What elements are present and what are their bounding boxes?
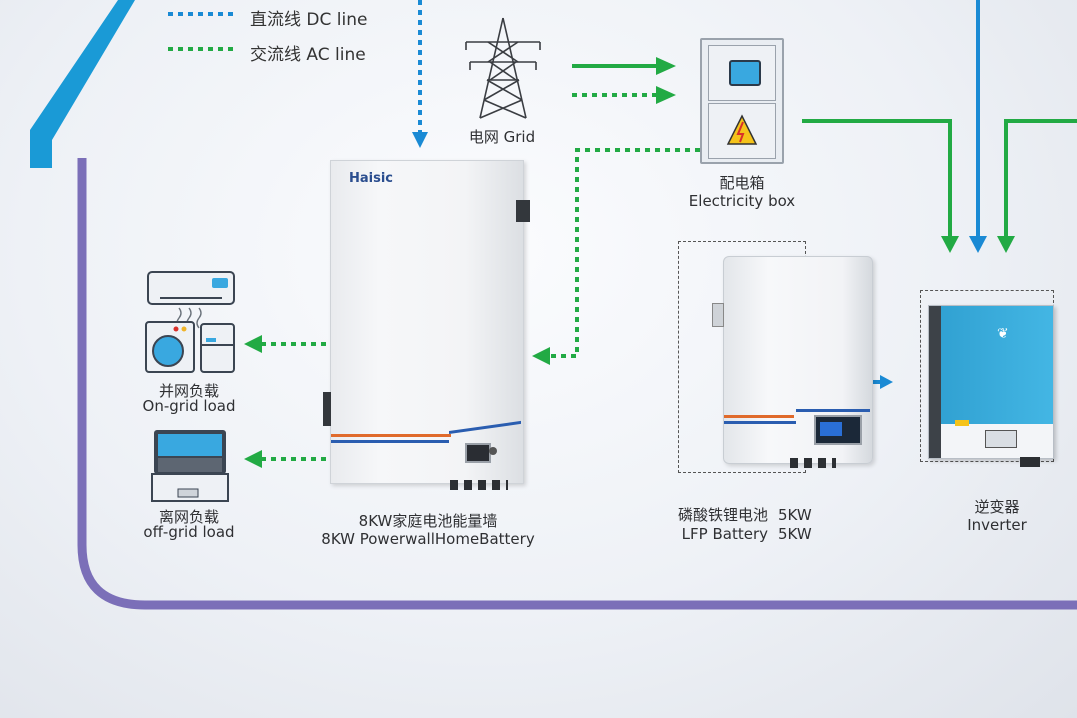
air-conditioner-icon [147,271,235,305]
ac-arrow-inverter-2 [997,236,1015,253]
lfp-display-screen [820,422,842,436]
washing-machine-icon [145,321,195,373]
inverter-label-en: Inverter [967,516,1027,534]
inverter-heatsink [929,306,941,458]
refrigerator-icon [200,323,235,373]
inverter-blue-panel [929,306,1053,424]
electricity-box-label-en: Electricity box [688,192,796,210]
electricity-box-lower-panel [708,103,776,159]
inverter-label-cn: 逆变器 [974,498,1020,516]
off-grid-load-label-en: off-grid load [143,523,235,541]
lfp-battery [712,256,873,464]
high-voltage-warning-icon [726,114,758,145]
brand-text: Haisic [349,171,394,186]
powerwall-bottom-connectors [450,480,508,490]
transmission-tower-icon [465,17,541,119]
house-roof-outline [30,0,135,168]
legend-ac-label: 交流线 AC line [250,45,366,65]
laptop-icon [151,430,229,502]
dc-arrow-lfp [880,375,893,389]
inverter-display [985,430,1017,448]
leaf-logo-icon: ❦ [997,326,1009,342]
ac-arrow-to-powerwall [532,347,550,365]
ac-arrow-solid [656,57,676,75]
lfp-label-en-power: 5KW [778,525,812,543]
lfp-blue-stripe [724,421,796,424]
meter-display-icon [729,60,761,86]
powerwall-label-en: 8KW PowerwallHomeBattery [321,530,535,548]
ac-arrow-ongrid [244,335,262,353]
power-button-icon [489,447,497,455]
lfp-label-cn: 磷酸铁锂电池 [677,506,768,524]
legend-dc-label: 直流线 DC line [250,10,368,30]
lfp-label-en: LFP Battery [681,525,768,543]
powerwall-left-port [323,392,331,426]
lfp-display [814,415,862,445]
electricity-box-upper-panel [708,45,776,101]
ac-arrow-dotted [656,86,676,104]
grid-label: 电网 Grid [468,128,536,146]
blue-stripe [331,440,449,443]
inverter: ❦ [928,305,1054,459]
brand-logo: Haisic [349,171,393,186]
house-bottom-outline [77,158,1077,610]
ac-arrow-offgrid [244,450,262,468]
inverter-bottom-connector [1020,457,1040,467]
ac-solid-box-to-inverter [802,119,952,240]
status-screen [465,443,491,463]
warning-label-icon [955,420,969,426]
lfp-side-handle [712,303,724,327]
off-grid-load-label-cn: 离网负载 [158,508,219,526]
ac-dotted-box-to-powerwall [548,148,700,358]
on-grid-load-label-en: On-grid load [142,397,236,415]
ac-solid-right-to-inverter [1004,119,1077,240]
dc-arrow-powerwall [412,132,428,148]
lfp-label-cn-power: 5KW [778,506,812,524]
on-grid-load-label-cn: 并网负载 [158,382,219,400]
electricity-box-label-cn: 配电箱 [719,174,765,192]
orange-stripe [331,434,451,437]
powerwall-battery: Haisic [330,160,524,484]
lfp-bottom-connectors [790,458,836,468]
electricity-box [700,38,784,164]
ac-arrow-inverter-1 [941,236,959,253]
dc-arrow-inverter [969,236,987,253]
lfp-blue-stripe-rise [796,409,870,412]
powerwall-side-connector [516,200,530,222]
lfp-orange-stripe [724,415,794,418]
powerwall-label-cn: 8KW家庭电池能量墙 [358,512,498,530]
blue-stripe-rise [449,420,521,434]
